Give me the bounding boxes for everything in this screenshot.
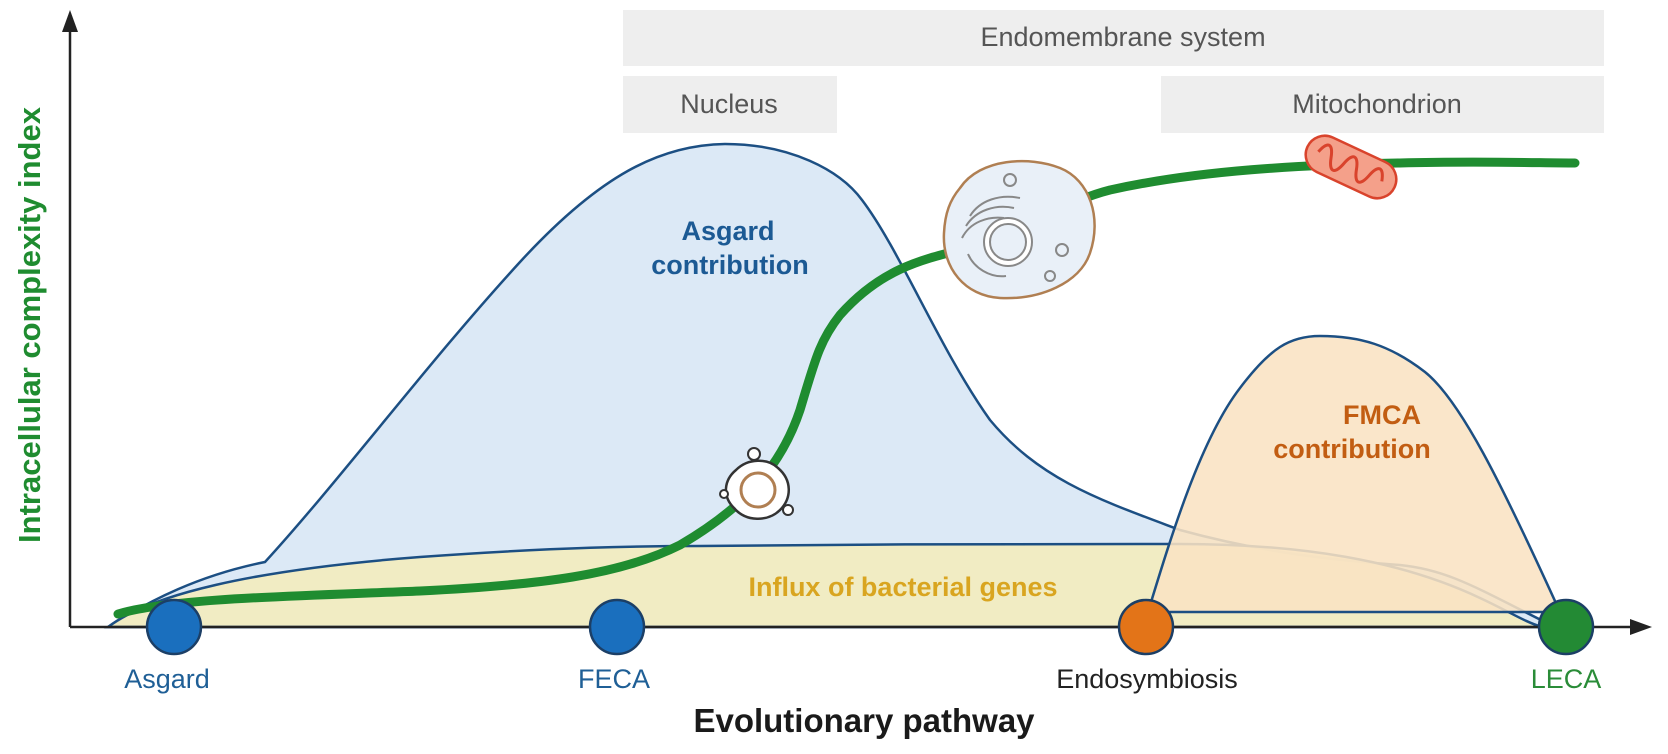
stage-label-leca: LECA [1531, 664, 1602, 694]
stage-label-asgard: Asgard [124, 664, 210, 694]
membrane-vesicle-icon [719, 447, 794, 520]
mitochondrion-icon [1304, 134, 1398, 200]
x-axis-title: Evolutionary pathway [693, 702, 1035, 739]
nucleus-bar: Nucleus [623, 76, 837, 133]
fmca-contribution-label-1: FMCA [1343, 400, 1421, 430]
endosymbiosis-stage-marker [1117, 598, 1175, 656]
stage-label-endosymbiosis: Endosymbiosis [1056, 664, 1238, 694]
nucleus-bar-label: Nucleus [680, 89, 778, 119]
axes [62, 10, 1652, 635]
endomembrane-bar-label: Endomembrane system [980, 22, 1265, 52]
asgard-contribution-label-2: contribution [651, 250, 808, 280]
asgard-contribution-label-1: Asgard [681, 216, 774, 246]
leca-stage-marker [1537, 598, 1595, 656]
fmca-contribution-area [1146, 334, 1562, 614]
fmca-contribution-label-2: contribution [1273, 434, 1430, 464]
mitochondrion-bar-label: Mitochondrion [1292, 89, 1462, 119]
eukaryotic-cell-icon [942, 159, 1096, 300]
bacterial-influx-label: Influx of bacterial genes [748, 572, 1057, 602]
endomembrane-bar: Endomembrane system [623, 10, 1604, 66]
asgard-stage-marker [145, 598, 203, 656]
feca-stage-marker [588, 598, 646, 656]
stage-label-feca: FECA [578, 664, 650, 694]
mitochondrion-bar: Mitochondrion [1161, 76, 1604, 133]
y-axis-title: Intracellular complexity index [12, 106, 47, 543]
